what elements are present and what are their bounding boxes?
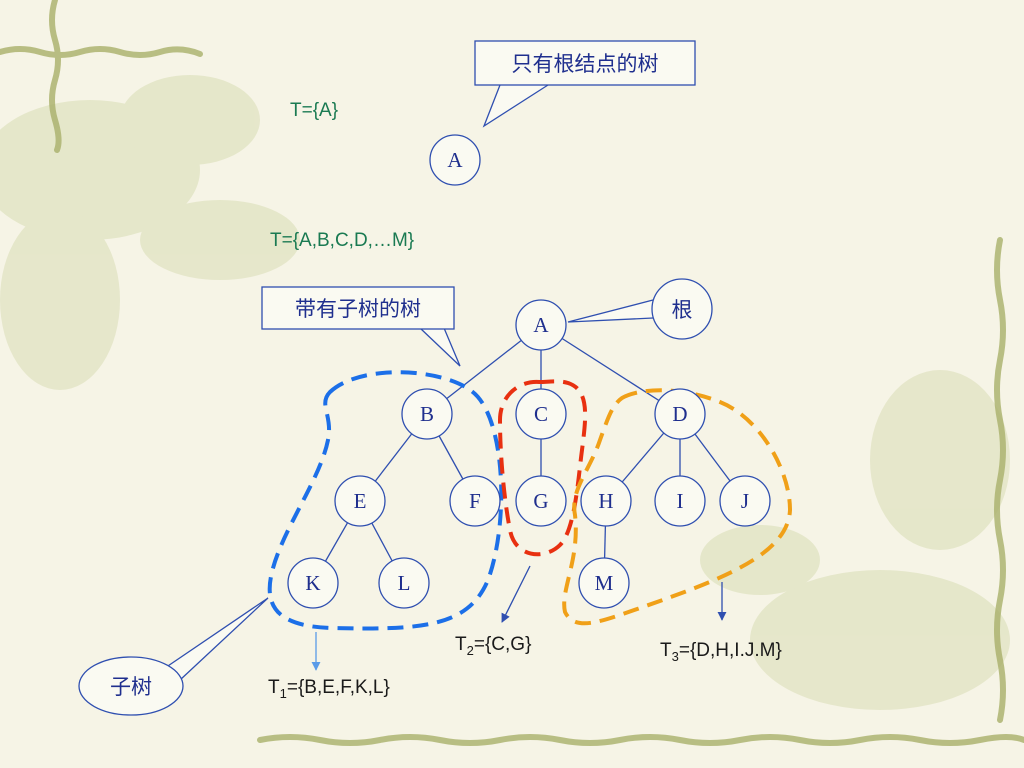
node-m: M — [578, 557, 630, 609]
subtree-t1-outline — [267, 370, 504, 631]
callout-box — [261, 286, 455, 330]
node-g: G — [515, 475, 567, 527]
node-j: J — [719, 475, 771, 527]
subtree-t3-outline — [562, 388, 793, 626]
label-subscript: 1 — [280, 686, 287, 701]
tree-edges — [312, 324, 746, 584]
callout-text: 带有子树的树 — [295, 297, 421, 321]
node-circle — [515, 299, 567, 351]
node-i: I — [654, 475, 706, 527]
node-label: B — [420, 402, 434, 426]
callout-bubble — [651, 278, 713, 340]
node-circle — [654, 475, 706, 527]
root-callout: 根 — [567, 278, 713, 340]
label-base: T — [268, 677, 280, 698]
node-circle — [287, 557, 339, 609]
node-f: F — [449, 475, 501, 527]
vine-decoration — [0, 0, 1024, 746]
node-c: C — [515, 388, 567, 440]
subtree-tree-callout: 带有子树的树 — [261, 286, 461, 367]
subtree-t2-outline — [497, 379, 588, 557]
node-label: A — [533, 313, 549, 337]
single-tree-set-label: T={A} — [290, 100, 338, 121]
label-base: T — [455, 634, 467, 655]
callout-pointer — [161, 597, 269, 681]
node-label: E — [354, 489, 367, 513]
node-label: H — [598, 489, 613, 513]
node-e: E — [334, 475, 386, 527]
callout-text: 子树 — [110, 675, 152, 699]
node-circle — [401, 388, 453, 440]
single-tree-node-a: A — [429, 134, 481, 186]
node-circle — [580, 475, 632, 527]
callout-pointer — [567, 299, 654, 323]
label-rest: ={B,E,F,K,L} — [287, 677, 390, 698]
label-subscript: 2 — [467, 643, 474, 658]
subtree-t3-label: T3={D,H,I.J.M} — [660, 640, 782, 664]
node-label: L — [398, 571, 411, 595]
edge-a-d — [540, 324, 681, 415]
node-circle — [719, 475, 771, 527]
node-circle — [449, 475, 501, 527]
leaf-decoration — [0, 75, 1010, 710]
callout-text: 根 — [672, 298, 693, 322]
node-label: F — [469, 489, 481, 513]
tree-nodes: A B C D E F G H I J K L M — [287, 299, 771, 609]
node-circle — [578, 557, 630, 609]
callout-pointer — [482, 84, 549, 128]
callout-box — [474, 40, 696, 86]
callout-pointer — [419, 327, 461, 367]
t2-arrow — [501, 565, 531, 623]
node-a: A — [515, 299, 567, 351]
label-base: T — [660, 640, 672, 661]
node-label: D — [672, 402, 687, 426]
single-tree-callout: 只有根结点的树 — [474, 40, 696, 128]
node-circle — [378, 557, 430, 609]
node-circle — [334, 475, 386, 527]
label-rest: ={C,G} — [474, 634, 532, 655]
label-rest: ={D,H,I.J.M} — [679, 640, 782, 661]
full-tree-set-label: T={A,B,C,D,…M} — [270, 230, 414, 251]
node-circle — [515, 475, 567, 527]
node-circle — [515, 388, 567, 440]
node-l: L — [378, 557, 430, 609]
node-label: C — [534, 402, 548, 426]
node-circle — [654, 388, 706, 440]
node-label: I — [677, 489, 684, 513]
node-k: K — [287, 557, 339, 609]
callout-text: 只有根结点的树 — [512, 52, 659, 76]
node-label: A — [447, 148, 463, 172]
callout-bubble — [78, 656, 184, 716]
node-label: G — [533, 489, 548, 513]
node-b: B — [401, 388, 453, 440]
node-h: H — [580, 475, 632, 527]
label-subscript: 3 — [672, 649, 679, 664]
subtree-t1-label: T1={B,E,F,K,L} — [268, 677, 390, 701]
node-label: K — [305, 571, 320, 595]
subtree-t2-label: T2={C,G} — [455, 634, 531, 658]
node-d: D — [654, 388, 706, 440]
node-label: M — [595, 571, 614, 595]
node-label: J — [741, 489, 749, 513]
subtree-callout: 子树 — [78, 597, 269, 716]
